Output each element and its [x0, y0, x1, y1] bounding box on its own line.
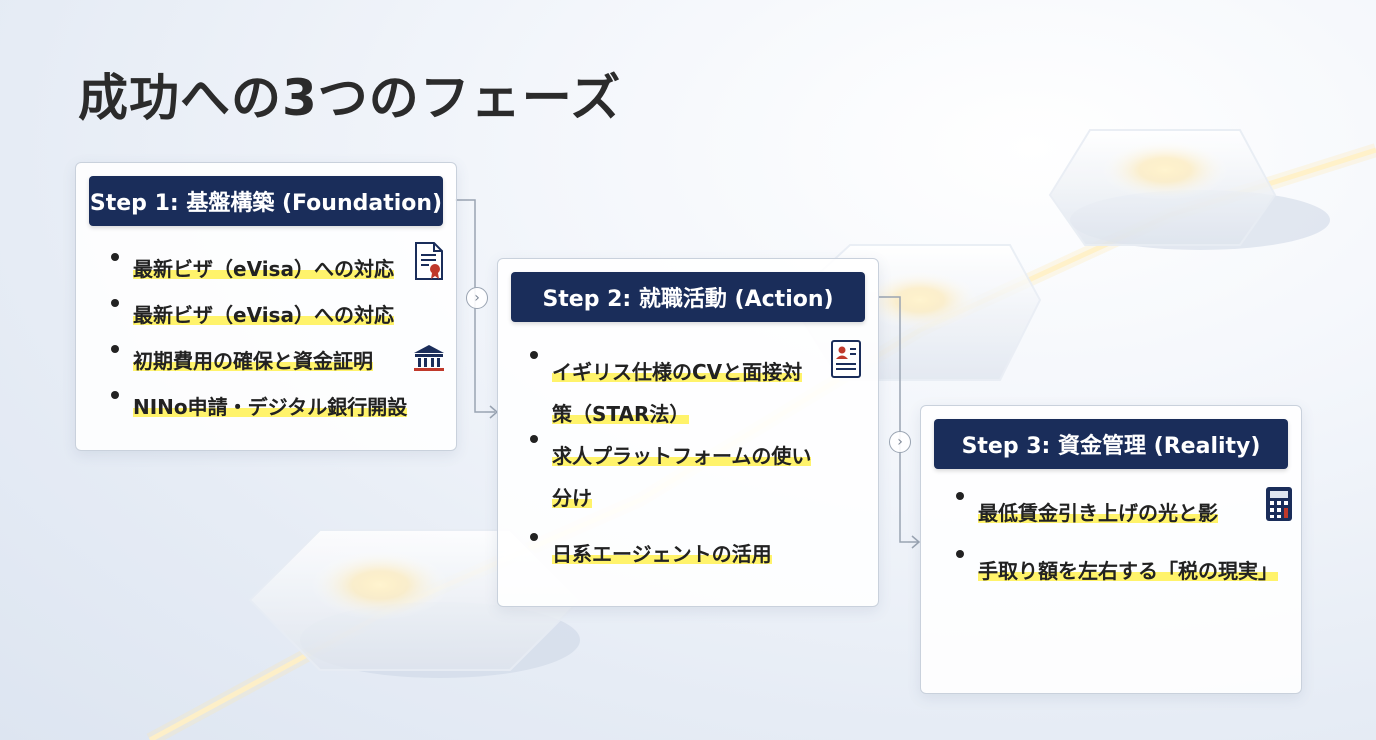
step-2-list: イギリス仕様のCVと面接対策（STAR法） 求人プラットフォームの使い分け 日系…: [528, 351, 818, 575]
list-item: 求人プラットフォームの使い分け: [528, 435, 818, 533]
list-item: 最低賃金引き上げの光と影: [954, 492, 1274, 550]
step-1-header: Step 1: 基盤構築 (Foundation): [89, 176, 443, 226]
step-2-header: Step 2: 就職活動 (Action): [511, 272, 865, 322]
step-3-header: Step 3: 資金管理 (Reality): [934, 419, 1288, 469]
page-title: 成功への3つのフェーズ: [78, 69, 622, 127]
step-3-list: 最低賃金引き上げの光と影 手取り額を左右する「税の現実」: [954, 492, 1278, 634]
list-item: イギリス仕様のCVと面接対策（STAR法）: [528, 351, 818, 435]
step-2-card: Step 2: 就職活動 (Action) イギリス仕様のCVと面接対策（STA…: [497, 258, 879, 607]
resume-icon: [831, 340, 861, 378]
step-3-card: Step 3: 資金管理 (Reality) 最低賃金引き上げの光と影 手取り額…: [920, 405, 1302, 694]
list-item: 初期費用の確保と資金証明: [109, 345, 449, 391]
list-item: NINo申請・デジタル銀行開設: [109, 391, 449, 437]
list-item: 最新ビザ（eVisa）への対応: [109, 253, 449, 299]
chevron-right-icon: ›: [466, 287, 488, 309]
calculator-icon: [1266, 487, 1292, 521]
chevron-right-icon: ›: [889, 431, 911, 453]
step-1-list: 最新ビザ（eVisa）への対応 最新ビザ（eVisa）への対応 初期費用の確保と…: [109, 253, 449, 437]
certificate-icon: [415, 242, 443, 280]
list-item: 手取り額を左右する「税の現実」: [954, 550, 1278, 634]
bank-icon: [414, 345, 444, 371]
list-item: 日系エージェントの活用: [528, 533, 818, 575]
glowing-pad: [1048, 129, 1330, 250]
list-item: 最新ビザ（eVisa）への対応: [109, 299, 449, 345]
step-1-card: Step 1: 基盤構築 (Foundation) 最新ビザ（eVisa）への対…: [75, 162, 457, 451]
